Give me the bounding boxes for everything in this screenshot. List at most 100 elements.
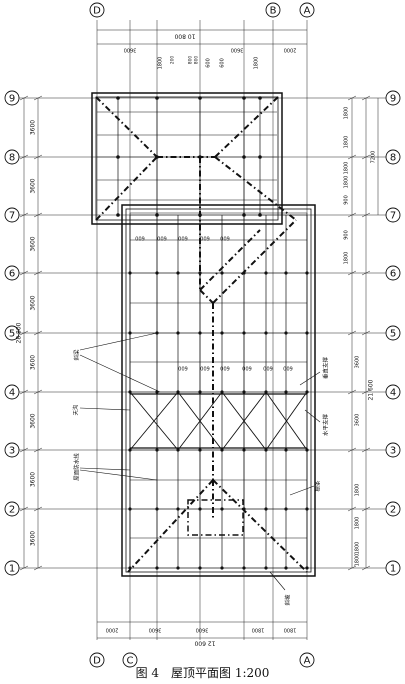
dim-tick [19, 506, 29, 512]
dim-tick [361, 270, 371, 276]
label-shuiping: 水平支撑 [322, 414, 330, 437]
dim-tick [347, 565, 357, 571]
axis-bubble-circle [385, 265, 401, 281]
dim-tick [361, 447, 371, 453]
node [198, 448, 202, 452]
dim-text-left: 3600 [30, 236, 37, 251]
dim-text-top: 3600 [124, 47, 137, 53]
node [264, 331, 268, 335]
axis-bubble-right-1: 1 [385, 560, 401, 576]
dim-text-left: 3600 [30, 295, 37, 310]
node [155, 271, 159, 275]
node [305, 331, 309, 335]
node [128, 271, 132, 275]
dim-text-top-small2: 800 [194, 56, 200, 65]
node [258, 213, 262, 217]
axis-bubble-label: 9 [390, 94, 396, 105]
node [198, 331, 202, 335]
dim-tick [347, 330, 357, 336]
axis-bubble-right-2: 2 [385, 501, 401, 517]
dim-text-top-small: 600 [220, 58, 226, 68]
axis-bubble-left-6: 6 [4, 265, 20, 281]
axis-bubble-label: 8 [390, 153, 396, 164]
axis-bubble-label: D [93, 6, 101, 17]
axis-bubble-left-7: 7 [4, 207, 20, 223]
node [198, 155, 202, 159]
node [242, 390, 246, 394]
node [198, 390, 202, 394]
node [284, 271, 288, 275]
dim-tick [19, 212, 29, 218]
axis-bubble-left-4: 4 [4, 384, 20, 400]
axis-bubble-circle [385, 442, 401, 458]
label-xiemian: 斜坡 [284, 594, 292, 606]
axis-bubble-left-1: 1 [4, 560, 20, 576]
node [116, 155, 120, 159]
axis-bubble-circle [385, 560, 401, 576]
dim-text-top-small: 1800 [158, 57, 164, 70]
dim-tick [19, 389, 29, 395]
dim-text-inner: 600 [178, 365, 188, 371]
axis-bubble-circle [385, 207, 401, 223]
dim-text-right-lower: 3600 [355, 414, 361, 427]
node [305, 271, 309, 275]
axis-bubble-label: 1 [9, 564, 15, 575]
axis-bubble-circle [385, 149, 401, 165]
dim-text-inner: 600 [178, 235, 188, 241]
node [284, 448, 288, 452]
upper-wing-outer [91, 92, 283, 225]
node [128, 448, 132, 452]
axis-bubble-circle [299, 652, 315, 668]
node [284, 507, 288, 511]
dim-text-right: 900 [344, 195, 350, 205]
valley-line [214, 156, 297, 221]
axis-bubble-label: A [304, 656, 311, 667]
axis-bubble-label: 8 [9, 153, 15, 164]
dim-text-right-lower: 1800 [355, 517, 361, 530]
leader-line [79, 332, 158, 351]
dim-text-top-small: 600 [206, 58, 212, 68]
axis-bubble-circle [265, 2, 281, 18]
axis-bubble-label: 3 [9, 446, 15, 457]
axis-bubble-circle [385, 501, 401, 517]
axis-bubble-label: 1 [390, 564, 396, 575]
node [258, 96, 262, 100]
axis-bubble-left-2: 2 [4, 501, 20, 517]
dim-tick [19, 330, 29, 336]
dim-tick [361, 330, 371, 336]
node [198, 271, 202, 275]
axis-bubble-label: D [93, 656, 101, 667]
axis-bubble-label: 4 [390, 388, 396, 399]
main-body-inner [125, 208, 312, 573]
node [242, 507, 246, 511]
drawing-caption: 图 4 屋顶平面图 1:200 [135, 666, 270, 680]
dim-tick [19, 95, 29, 101]
leader-line [79, 469, 158, 481]
axis-bubble-circle [4, 90, 20, 106]
axis-bubble-label: 7 [9, 211, 15, 222]
dim-text-right-7200: 7200 [371, 151, 377, 164]
dim-text-top-small: 1800 [254, 57, 260, 70]
node [305, 507, 309, 511]
label-huxi: 檩条 [314, 480, 322, 492]
node [284, 390, 288, 394]
node [284, 331, 288, 335]
label-tiaochuang: 天沟 [72, 404, 80, 416]
node [264, 390, 268, 394]
dim-text-bottom: 1800 [252, 627, 265, 633]
label-chuizhi: 垂直支撑 [322, 357, 330, 380]
axis-bubble-circle [4, 501, 20, 517]
axis-bubble-label: 6 [9, 269, 15, 280]
roof-outline [91, 92, 316, 577]
axis-bubble-circle [4, 149, 20, 165]
node [198, 96, 202, 100]
dim-tick [19, 154, 29, 160]
node [242, 331, 246, 335]
cross-brace [265, 391, 308, 451]
cross-brace [129, 391, 179, 451]
node [264, 271, 268, 275]
node [258, 155, 262, 159]
axis-bubble-left-5: 5 [4, 325, 20, 341]
axis-bubble-label: 5 [390, 329, 396, 340]
